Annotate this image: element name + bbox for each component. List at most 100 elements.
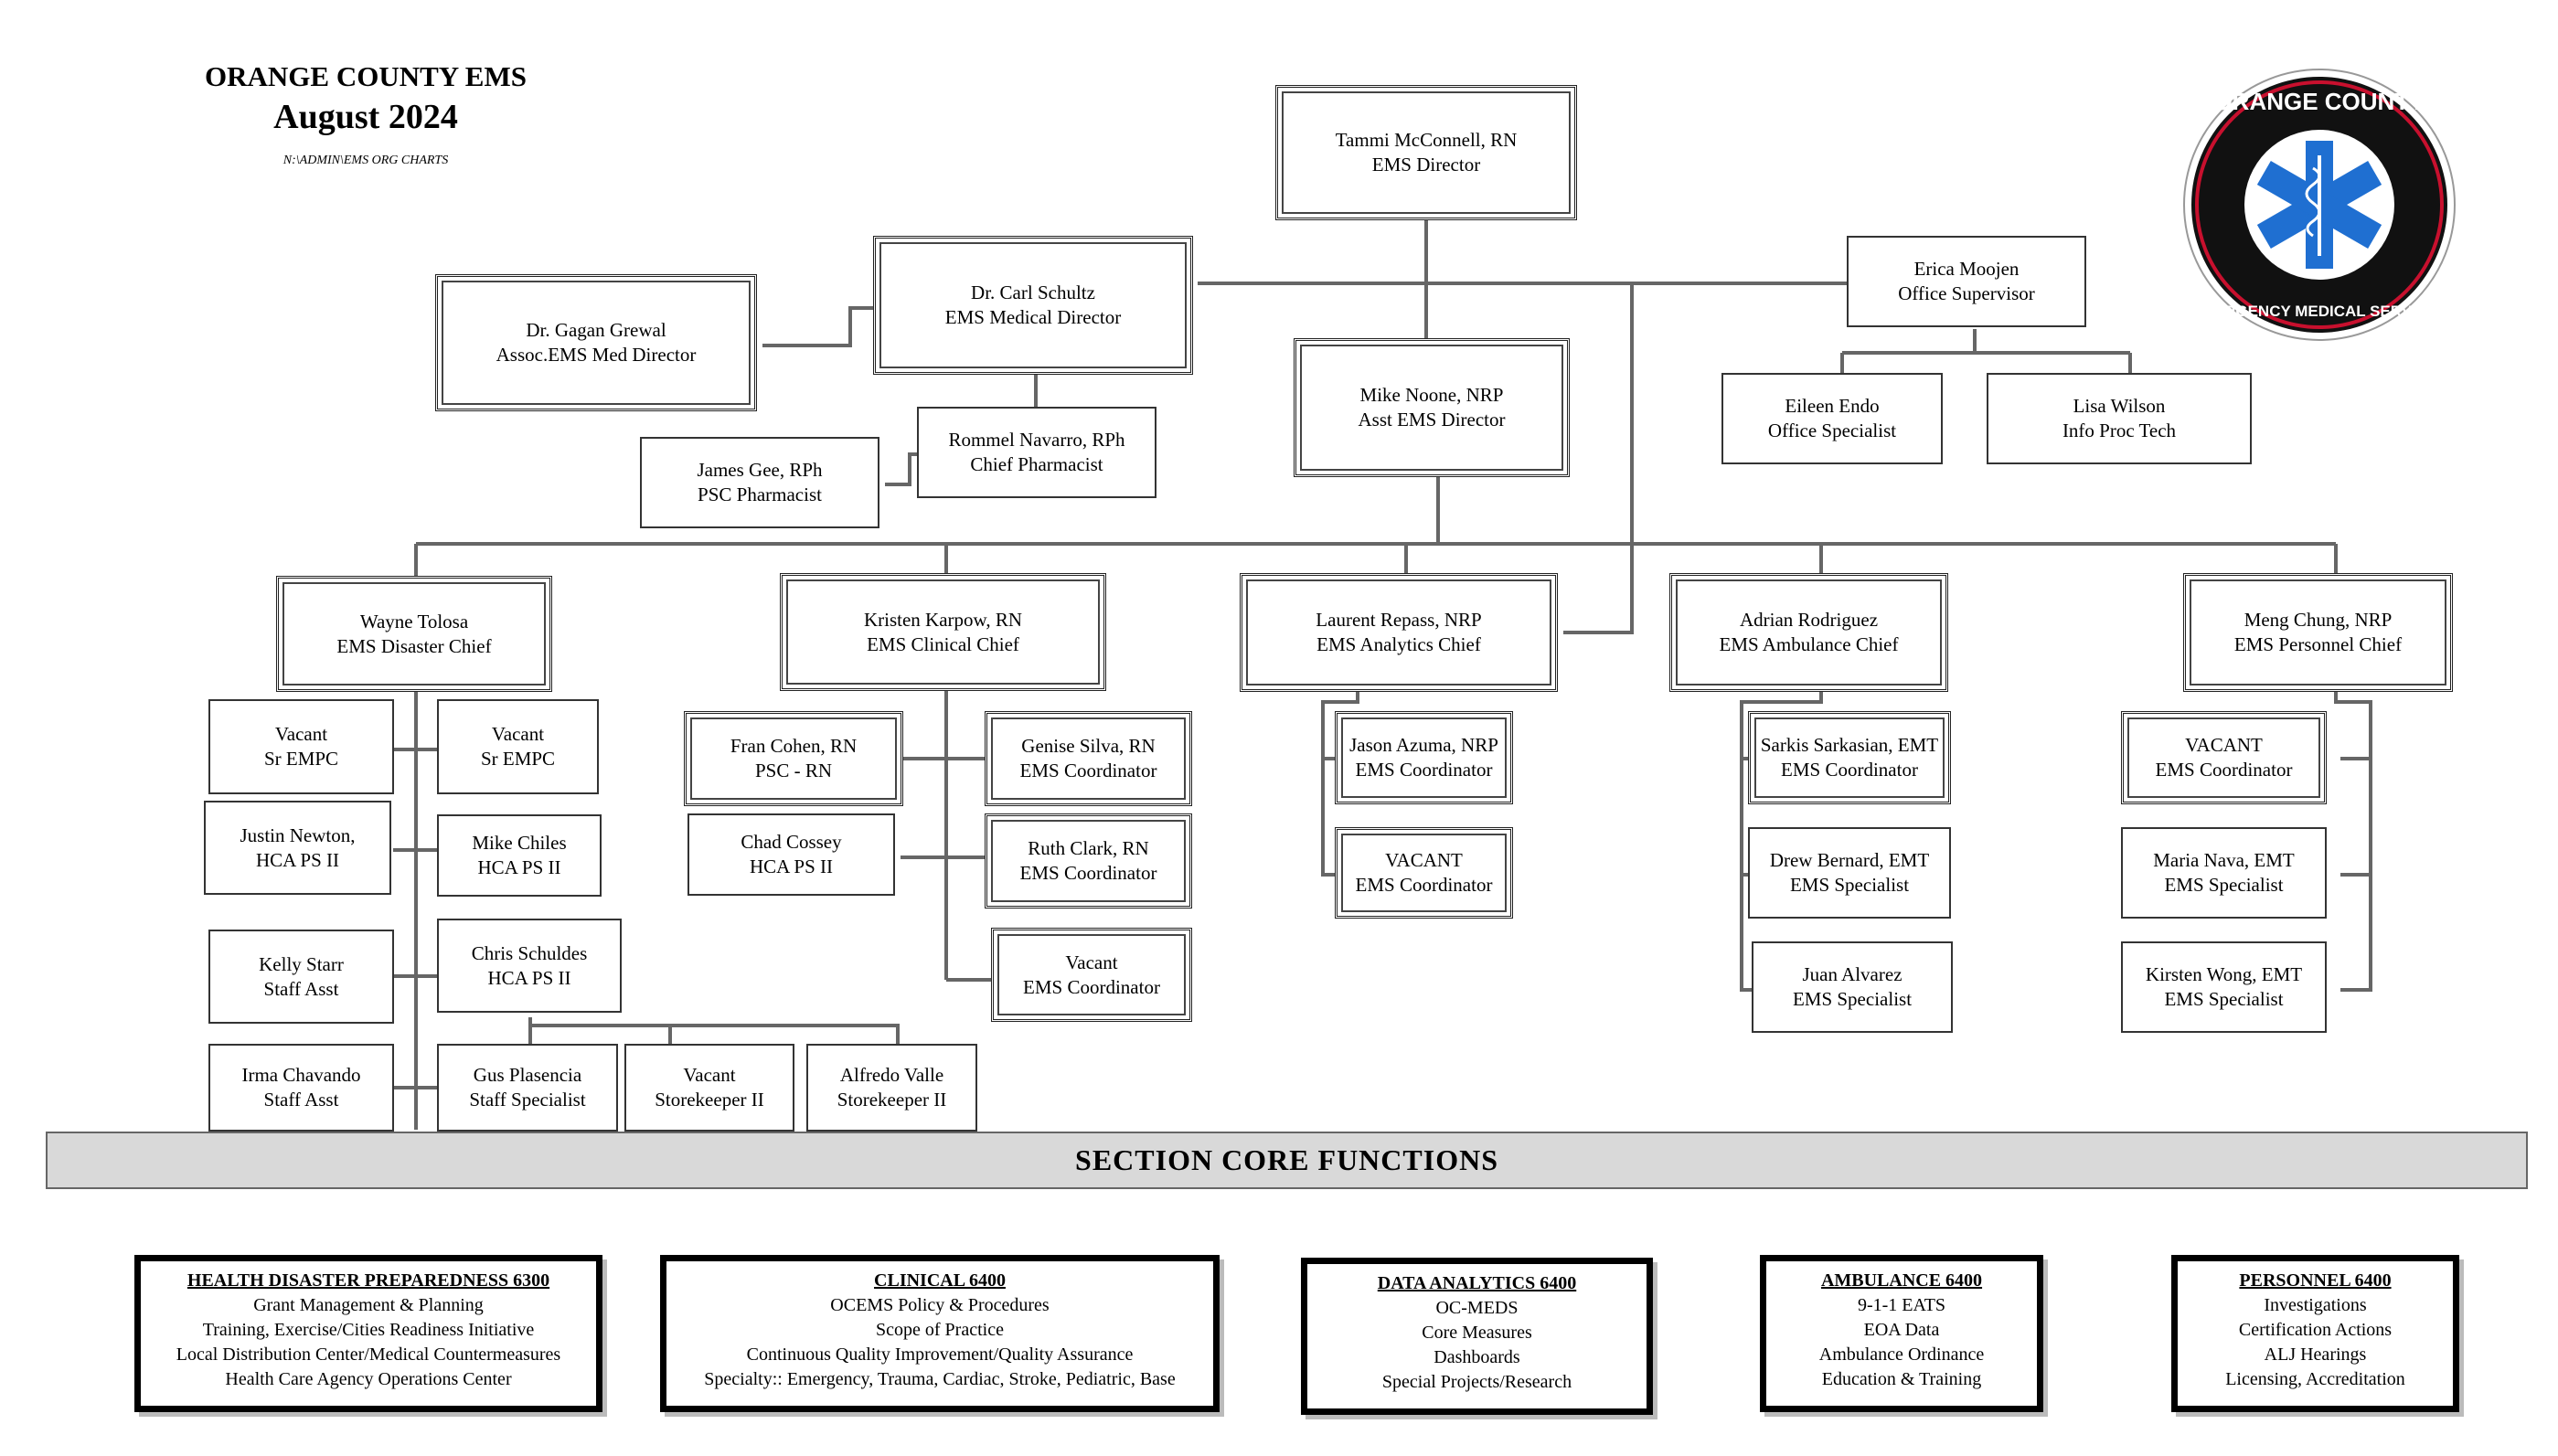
node-a-vacant: VACANT EMS Coordinator [1335,827,1513,919]
node-name: VACANT [2185,734,2263,756]
node-title: EMS Ambulance Chief [1719,633,1899,655]
node-title: EMS Personnel Chief [2233,633,2403,655]
node-title: EMS Coordinator [1019,862,1157,884]
core-function-title: HEALTH DISASTER PREPAREDNESS 6300 [187,1270,550,1291]
node-name: Alfredo Valle [839,1064,944,1086]
node-d-valle: Alfredo Valle Storekeeper II [806,1044,977,1132]
node-d-starr: Kelly Starr Staff Asst [208,930,394,1024]
node-b-bernard: Drew Bernard, EMT EMS Specialist [1748,827,1951,919]
node-analytics-chief: Laurent Repass, NRP EMS Analytics Chief [1240,573,1558,692]
core-function-item: Training, Exercise/Cities Readiness Init… [202,1320,535,1340]
core-function-item: Special Projects/Research [1381,1372,1572,1392]
node-name: Meng Chung, NRP [2244,609,2393,631]
node-d-schuldes: Chris Schuldes HCA PS II [437,919,622,1013]
logo-top-text: ORANGE COUNTY [2213,88,2425,115]
node-title: Office Specialist [1767,420,1897,441]
node-title: EMS Director [1371,154,1481,175]
node-clinical-chief: Kristen Karpow, RN EMS Clinical Chief [780,573,1106,691]
node-title: PSC - RN [754,760,833,781]
node-c-cossey: Chad Cossey HCA PS II [687,813,895,896]
core-function-item: EOA Data [1863,1320,1940,1340]
core-function-title: AMBULANCE 6400 [1820,1270,1983,1291]
node-title: EMS Coordinator [1023,975,1160,998]
core-function-data-analytics: DATA ANALYTICS 6400 OC-MEDS Core Measure… [1301,1258,1653,1415]
node-name: Dr. Gagan Grewal [526,319,666,341]
core-function-item: Health Care Agency Operations Center [225,1369,512,1389]
core-function-item: Specialty:: Emergency, Trauma, Cardiac, … [704,1369,1176,1389]
node-title: EMS Analytics Chief [1316,633,1481,655]
node-title: EMS Specialist [1789,874,1910,896]
core-function-personnel: PERSONNEL 6400 Investigations Certificat… [2171,1255,2459,1412]
node-d-chavando: Irma Chavando Staff Asst [208,1044,394,1132]
node-disaster-chief: Wayne Tolosa EMS Disaster Chief [276,576,552,692]
org-title: ORANGE COUNTY EMS [205,60,527,92]
node-name: Maria Nava, EMT [2153,849,2295,871]
node-title: EMS Coordinator [1781,759,1918,781]
node-title: HCA PS II [477,856,561,878]
core-function-item: ALJ Hearings [2264,1344,2367,1365]
node-name: Ruth Clark, RN [1028,837,1149,859]
node-p-wong: Kirsten Wong, EMT EMS Specialist [2121,941,2327,1033]
node-title: EMS Disaster Chief [336,634,492,657]
node-title: HCA PS II [255,848,340,871]
node-title: EMS Coordinator [2155,759,2293,781]
node-title: Staff Specialist [469,1089,586,1111]
node-name: Genise Silva, RN [1021,735,1156,757]
node-name: Juan Alvarez [1802,963,1903,985]
core-function-item: Scope of Practice [876,1320,1004,1340]
node-title: EMS Specialist [2164,988,2284,1010]
node-title: Office Supervisor [1898,282,2035,304]
node-name: Sarkis Sarkasian, EMT [1760,734,1939,756]
node-d-vacant-1: Vacant Sr EMPC [208,699,394,794]
node-name: Dr. Carl Schultz [971,282,1095,303]
node-name: Chad Cossey [741,831,842,853]
node-personnel-chief: Meng Chung, NRP EMS Personnel Chief [2183,573,2453,692]
core-function-item: Local Distribution Center/Medical Counte… [176,1344,561,1365]
node-name: Fran Cohen, RN [730,735,858,757]
node-title: HCA PS II [487,966,571,989]
node-d-vacant-2: Vacant Sr EMPC [437,699,599,794]
core-function-clinical: CLINICAL 6400 OCEMS Policy & Procedures … [660,1255,1220,1412]
file-path: N:\ADMIN\EMS ORG CHARTS [282,154,449,167]
node-assoc-med-director: Dr. Gagan Grewal Assoc.EMS Med Director [435,274,757,411]
core-function-ambulance: AMBULANCE 6400 9-1-1 EATS EOA Data Ambul… [1760,1255,2043,1412]
node-a-azuma: Jason Azuma, NRP EMS Coordinator [1335,711,1513,804]
node-ambulance-chief: Adrian Rodriguez EMS Ambulance Chief [1669,573,1948,692]
node-name: Chris Schuldes [471,941,588,964]
core-function-item: Dashboards [1434,1347,1520,1367]
node-title: Chief Pharmacist [970,453,1103,475]
node-name: Kelly Starr [259,952,344,975]
node-title: Staff Asst [263,1089,339,1111]
node-title: Storekeeper II [837,1089,947,1111]
core-function-item: OCEMS Policy & Procedures [830,1295,1050,1315]
oc-ems-logo: ORANGE COUNTY EMERGENCY MEDICAL SERVICES [2180,66,2459,345]
node-b-alvarez: Juan Alvarez EMS Specialist [1752,941,1953,1033]
node-c-silva: Genise Silva, RN EMS Coordinator [985,711,1192,806]
node-title: EMS Coordinator [1355,874,1493,896]
node-info-proc-tech: Lisa Wilson Info Proc Tech [1987,373,2252,464]
node-title: EMS Coordinator [1355,759,1493,781]
node-name: Jason Azuma, NRP [1349,734,1498,756]
node-title: EMS Medical Director [944,306,1122,328]
node-name: Eileen Endo [1785,395,1880,417]
node-title: Assoc.EMS Med Director [496,344,697,366]
node-title: EMS Coordinator [1019,760,1157,781]
node-director: Tammi McConnell, RN EMS Director [1275,85,1577,220]
node-asst-director: Mike Noone, NRP Asst EMS Director [1294,338,1570,477]
core-function-item: Licensing, Accreditation [2225,1369,2405,1389]
node-c-vacant: Vacant EMS Coordinator [991,928,1192,1022]
node-name: Lisa Wilson [2073,395,2166,417]
node-name: Kirsten Wong, EMT [2145,963,2303,985]
node-name: Vacant [274,723,328,745]
node-title: Sr EMPC [263,748,339,770]
core-function-item: 9-1-1 EATS [1857,1295,1946,1315]
node-title: Info Proc Tech [2062,420,2177,441]
core-function-title: CLINICAL 6400 [874,1270,1006,1291]
node-title: HCA PS II [749,856,834,877]
node-name: Laurent Repass, NRP [1316,609,1482,631]
core-function-item: Education & Training [1821,1369,1982,1389]
node-d-plasencia: Gus Plasencia Staff Specialist [437,1044,618,1132]
node-title: EMS Specialist [1792,988,1913,1010]
core-function-title: DATA ANALYTICS 6400 [1377,1273,1577,1293]
node-title: Asst EMS Director [1358,409,1506,430]
